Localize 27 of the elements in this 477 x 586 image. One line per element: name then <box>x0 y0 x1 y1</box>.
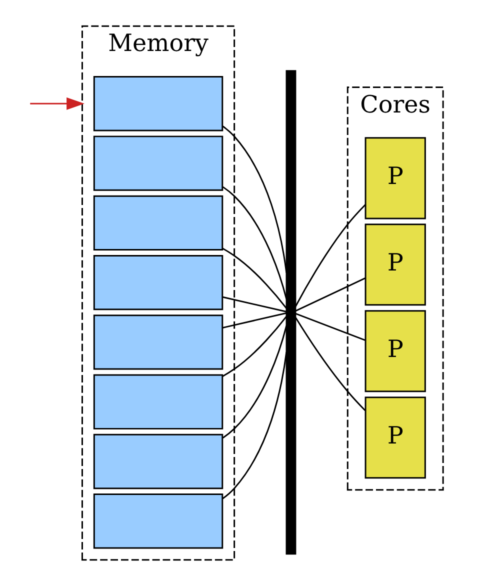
connector <box>222 186 287 300</box>
connector <box>222 312 286 328</box>
connector <box>222 316 287 378</box>
cluster: Memory <box>80 25 235 561</box>
connector <box>222 352 287 500</box>
node-box <box>92 374 223 430</box>
node-bar <box>285 70 296 555</box>
node-box: P <box>364 137 426 220</box>
node-box <box>92 314 223 370</box>
connector <box>222 326 287 438</box>
connector <box>222 248 287 309</box>
node-box <box>92 494 223 549</box>
connector <box>294 317 366 412</box>
connector <box>294 204 366 307</box>
connector <box>295 312 365 341</box>
node-box <box>92 195 223 250</box>
node-box: P <box>364 396 426 479</box>
connector <box>222 296 286 312</box>
node-box <box>92 76 223 132</box>
node-box <box>92 136 223 191</box>
node-box <box>92 434 223 490</box>
connector <box>222 126 287 273</box>
arrow <box>30 97 84 110</box>
node-box: P <box>364 224 426 306</box>
node-box: P <box>364 310 426 392</box>
node-box <box>92 254 223 310</box>
connector <box>295 278 365 312</box>
